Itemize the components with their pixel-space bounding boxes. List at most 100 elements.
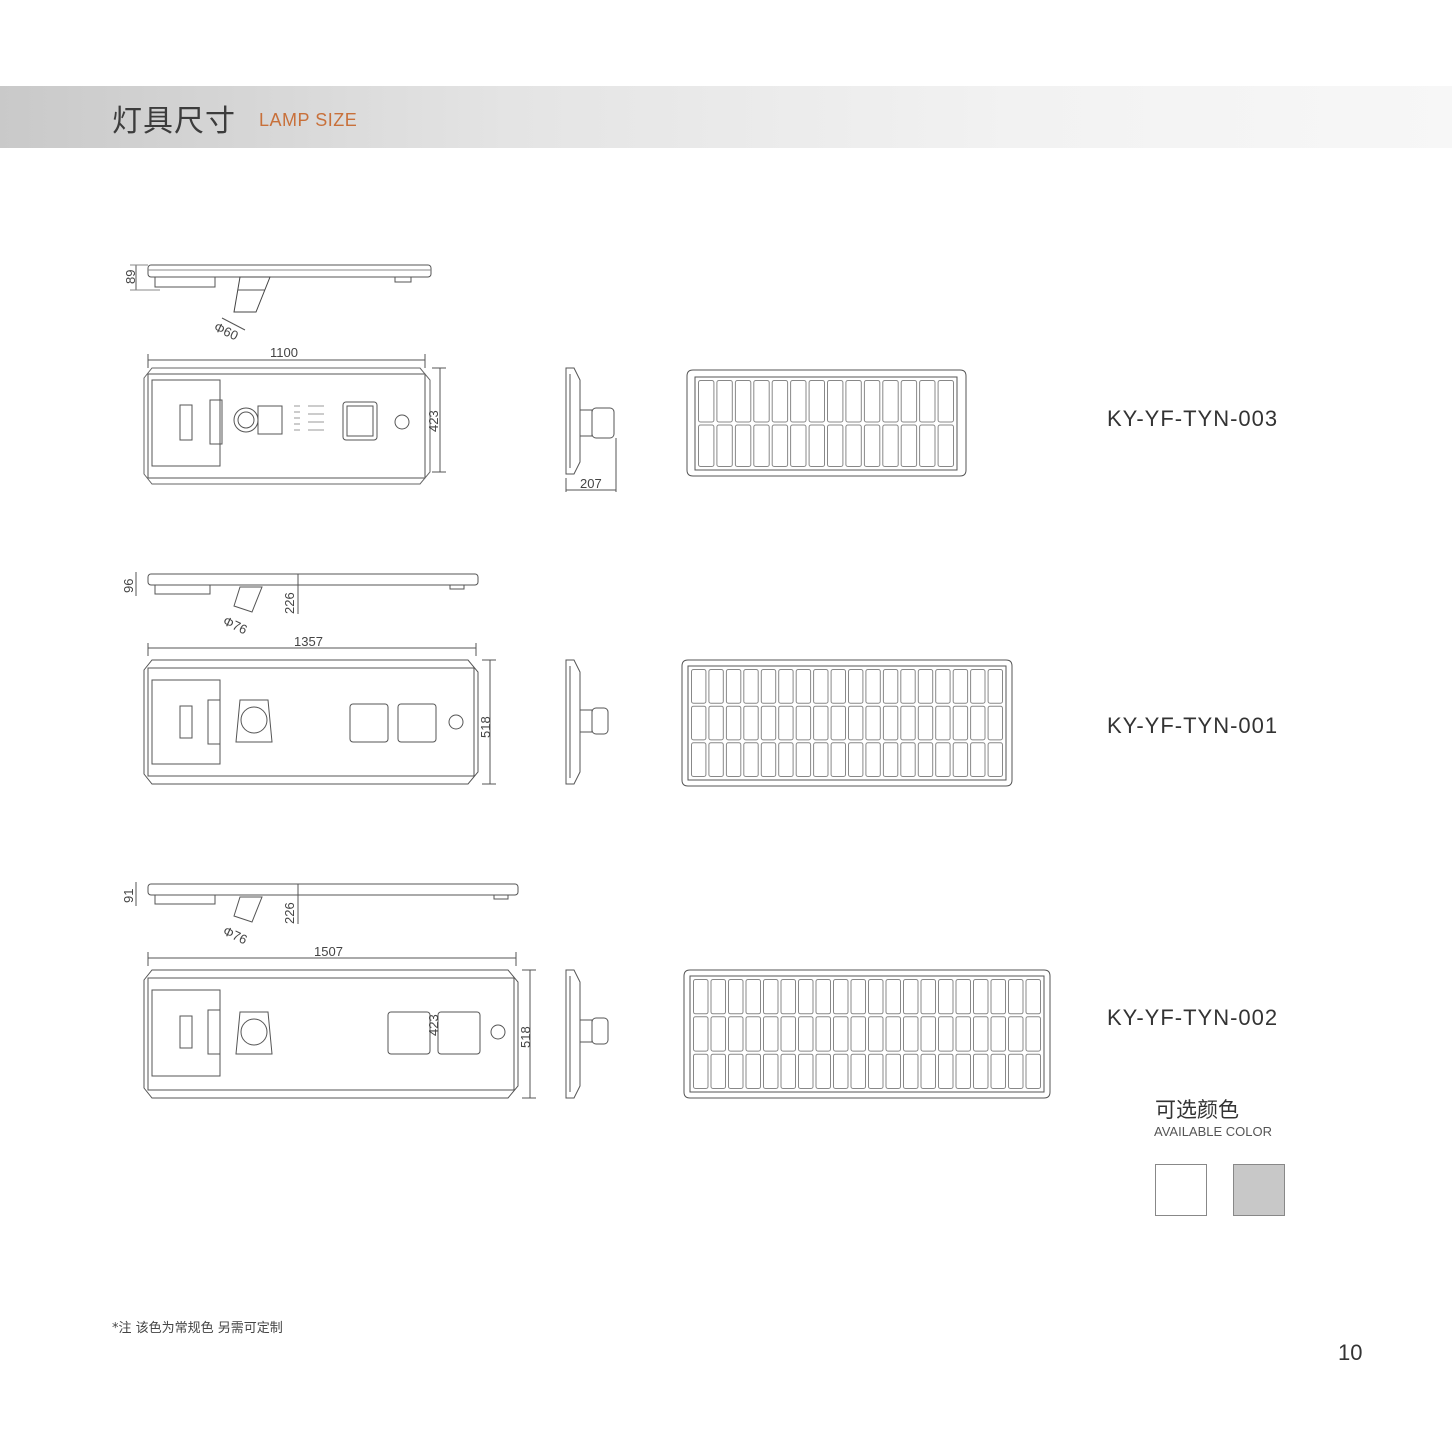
solar-cell: [882, 705, 899, 741]
solar-cell: [865, 742, 881, 777]
dim-depth-003: 207: [580, 476, 602, 491]
dim-length-002: 1507: [314, 944, 343, 959]
solar-cell: [830, 742, 846, 777]
solar-cell: [882, 424, 899, 467]
solar-cell: [920, 979, 936, 1015]
side-view-003: [130, 264, 432, 331]
dim-arm-001: 226: [282, 592, 297, 614]
dim-width-002: 518: [518, 1026, 533, 1048]
solar-cell: [1008, 1016, 1024, 1052]
solar-cell: [710, 979, 726, 1015]
solar-cell: [698, 424, 715, 467]
dim-side-height-003: 89: [123, 270, 138, 284]
solar-cell: [833, 1053, 849, 1089]
solar-cell: [728, 1016, 744, 1052]
solar-cell: [868, 1053, 884, 1089]
solar-cell: [691, 742, 707, 777]
solar-cell: [900, 380, 918, 423]
solar-cell: [882, 742, 899, 777]
solar-cell: [885, 979, 901, 1015]
solar-cell: [830, 669, 846, 704]
solar-cell: [734, 424, 752, 467]
solar-cell: [903, 1053, 919, 1089]
solar-cell: [725, 705, 742, 741]
solar-cell: [1025, 1016, 1041, 1052]
solar-cell: [780, 1016, 796, 1052]
solar-cell: [987, 669, 1003, 704]
dim-width-003: 423: [426, 410, 441, 432]
solar-cell: [845, 380, 862, 423]
dim-arm-002: 226: [282, 902, 297, 924]
dim-side-height-002: 91: [121, 889, 136, 903]
solar-cell: [716, 424, 733, 467]
solar-cell: [900, 705, 916, 741]
footnote: *注 该色为常规色 另需可定制: [112, 1321, 283, 1336]
solar-cell: [795, 742, 812, 777]
solar-cell: [848, 742, 864, 777]
solar-cell: [734, 380, 752, 423]
solar-cell: [815, 1016, 831, 1052]
solar-cell: [917, 742, 934, 777]
solar-panel-001: [681, 659, 1013, 787]
solar-cell: [763, 1053, 779, 1089]
side-view-001: [135, 572, 479, 614]
solar-cell: [903, 1016, 919, 1052]
solar-cell: [710, 1053, 726, 1089]
solar-cell: [917, 669, 934, 704]
solar-cell: [882, 669, 899, 704]
solar-cell: [903, 979, 919, 1015]
solar-cell: [808, 380, 825, 423]
solar-cell: [937, 380, 954, 423]
solar-cell: [865, 705, 881, 741]
top-view-002: [143, 952, 536, 1099]
header-band: [0, 86, 1452, 148]
dim-length-001: 1357: [294, 634, 323, 649]
solar-cell: [798, 1016, 814, 1052]
solar-cell: [1025, 979, 1041, 1015]
solar-cell: [917, 705, 934, 741]
solar-cell: [771, 380, 789, 423]
solar-cell: [990, 1053, 1006, 1089]
solar-cell: [725, 669, 742, 704]
solar-cell: [990, 1016, 1006, 1052]
available-color-title: 可选颜色: [1155, 1098, 1239, 1122]
solar-cell: [955, 979, 971, 1015]
solar-cell: [850, 1016, 866, 1052]
solar-cell: [760, 742, 777, 777]
solar-cell: [691, 669, 707, 704]
dim-pole-001: Φ76: [221, 613, 250, 637]
solar-cell: [987, 705, 1003, 741]
solar-cell: [833, 1016, 849, 1052]
solar-cell: [973, 1016, 989, 1052]
end-view-002: [565, 969, 609, 1099]
model-label-002: KY-YF-TYN-002: [1107, 1005, 1279, 1030]
solar-cell: [743, 742, 759, 777]
solar-cell: [955, 1016, 971, 1052]
solar-cell: [743, 669, 759, 704]
solar-cell: [815, 979, 831, 1015]
solar-cell: [850, 1053, 866, 1089]
solar-cell: [938, 979, 954, 1015]
solar-cell: [790, 380, 807, 423]
available-color-subtitle: AVAILABLE COLOR: [1154, 1124, 1273, 1139]
solar-cell: [743, 705, 759, 741]
solar-cell: [1008, 979, 1024, 1015]
dim-length-003: 1100: [270, 345, 298, 360]
solar-cell: [938, 1053, 954, 1089]
side-view-002: [135, 882, 519, 924]
solar-cell: [790, 424, 807, 467]
solar-cell: [753, 380, 770, 423]
solar-cell: [973, 979, 989, 1015]
solar-cell: [693, 1053, 709, 1089]
page-number: 10: [1338, 1340, 1363, 1365]
solar-cell: [935, 705, 951, 741]
solar-cell: [725, 742, 742, 777]
solar-cell: [990, 979, 1006, 1015]
solar-cell: [885, 1016, 901, 1052]
top-view-001: [143, 643, 496, 785]
page-subtitle: LAMP SIZE: [259, 110, 358, 130]
solar-cell: [848, 669, 864, 704]
solar-cell: [955, 1053, 971, 1089]
model-label-001: KY-YF-TYN-001: [1107, 713, 1279, 738]
